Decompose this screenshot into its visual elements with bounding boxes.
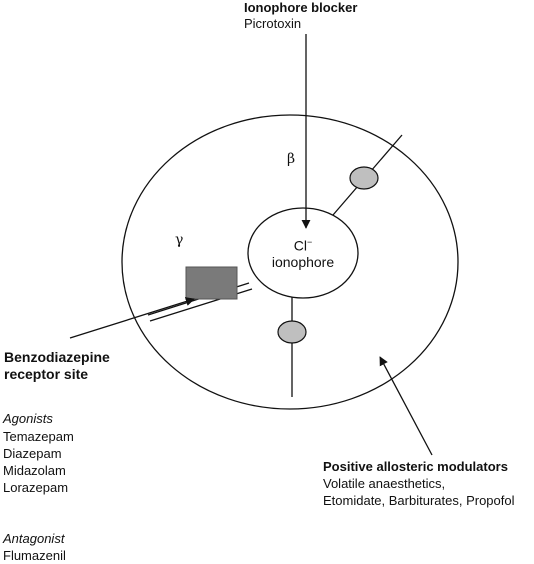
- agonists-heading: Agonists: [3, 411, 53, 426]
- benzo-site-title-1: Benzodiazepine: [4, 349, 110, 365]
- gamma-subunit-label: γ: [175, 232, 184, 248]
- agonist-item: Lorazepam: [3, 480, 69, 495]
- modulators-line-1: Volatile anaesthetics,: [323, 476, 446, 491]
- ion-label: Cl−: [268, 234, 338, 254]
- agonist-item: Temazepam: [3, 429, 74, 444]
- chloride-ionophore: [247, 207, 359, 299]
- modulators-title: Positive allosteric modulators: [323, 459, 508, 474]
- blocker-drug: Picrotoxin: [244, 16, 302, 31]
- benzo-arrow: [69, 297, 195, 339]
- agonist-item: Diazepam: [3, 446, 62, 461]
- receptor-outline: [121, 114, 459, 410]
- binding-site-lower: [277, 320, 307, 344]
- modulator-arrow: [379, 356, 433, 456]
- blocker-title: Ionophore blocker: [244, 0, 358, 15]
- beta-subunit-label: β: [287, 151, 296, 167]
- antagonist-item: Flumazenil: [3, 548, 66, 563]
- ion-charge: −: [306, 237, 313, 247]
- agonist-item: Midazolam: [3, 463, 66, 478]
- benzodiazepine-site: [185, 266, 238, 300]
- modulators-line-2: Etomidate, Barbiturates, Propofol: [323, 493, 515, 508]
- ionophore-label: ionophore: [271, 254, 335, 270]
- antagonist-heading: Antagonist: [3, 531, 65, 546]
- ion-symbol: Cl: [293, 237, 307, 254]
- binding-site-upper: [349, 166, 379, 190]
- benzo-site-title-2: receptor site: [4, 366, 89, 382]
